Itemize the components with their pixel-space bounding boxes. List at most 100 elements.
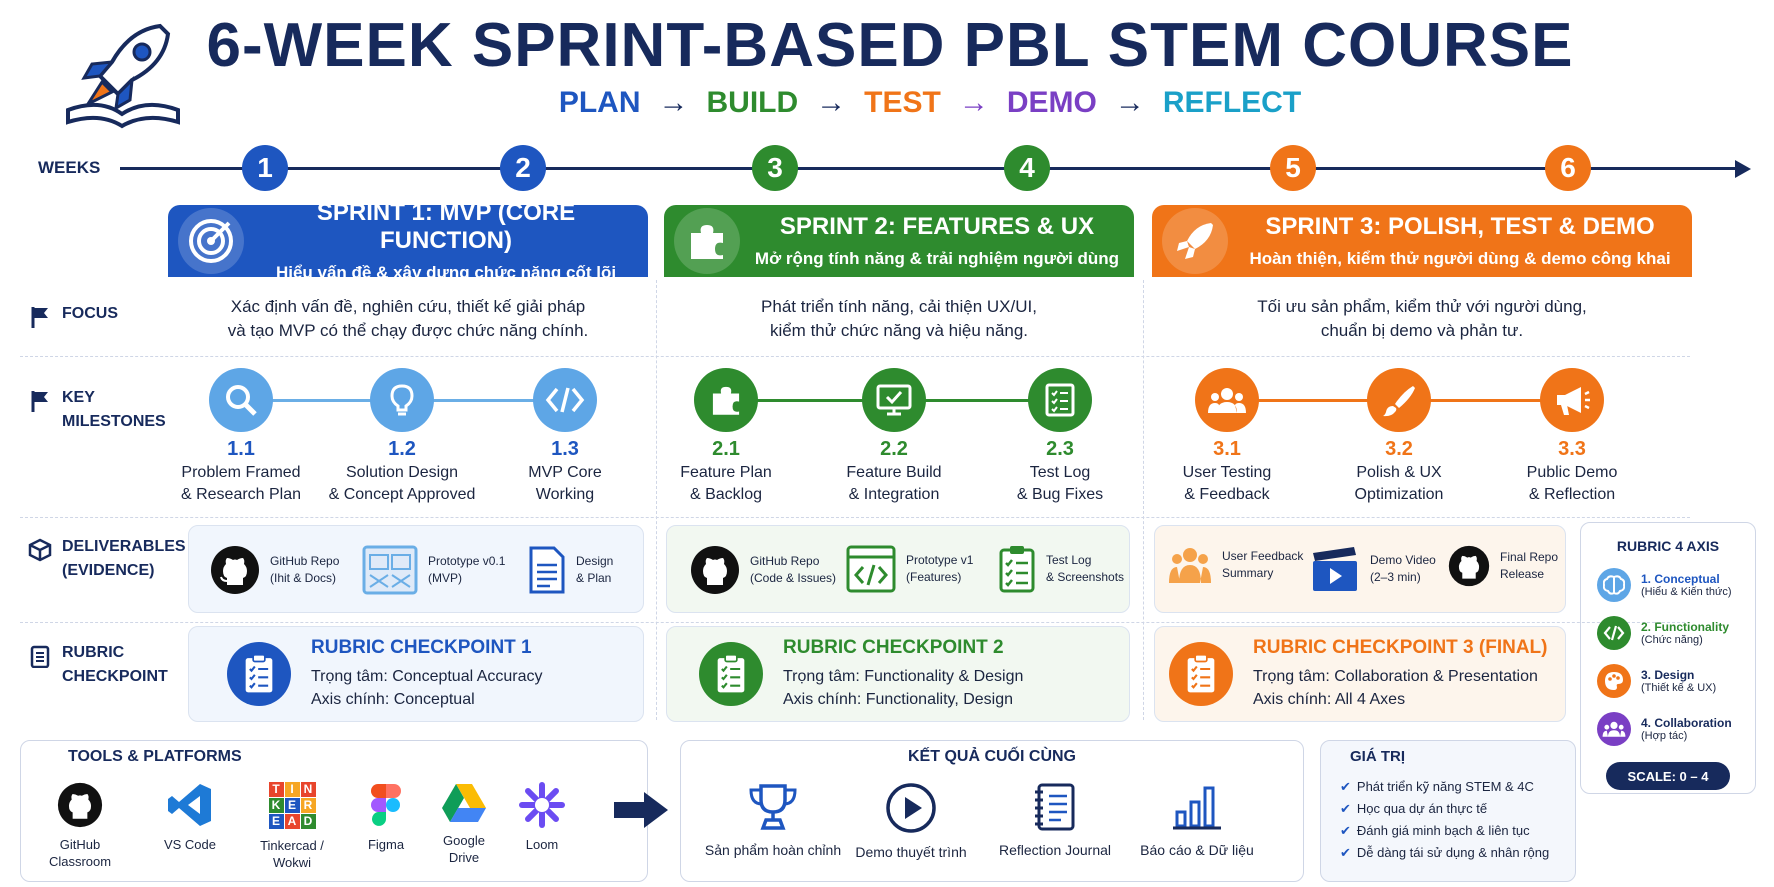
result-demo: Demo thuyết trình bbox=[836, 782, 986, 860]
milestone-label-line: & Backlog bbox=[689, 486, 763, 503]
deliverable-label-line: (2–3 min) bbox=[1370, 570, 1421, 584]
result-label: Reflection Journal bbox=[998, 842, 1112, 858]
arrow-right-icon: → bbox=[816, 86, 847, 119]
rubric-line: Axis chính: Conceptual bbox=[311, 691, 475, 708]
arrow-right-icon: → bbox=[958, 86, 989, 119]
milestone-number: 1.2 bbox=[388, 438, 416, 460]
github-icon bbox=[57, 782, 103, 828]
deliverable-label-line: User Feedback bbox=[1222, 549, 1304, 563]
axis-name: 3. Design bbox=[1641, 668, 1695, 682]
milestone-number: 2.1 bbox=[712, 438, 740, 460]
milestone-number: 3.2 bbox=[1385, 438, 1413, 460]
vscode-icon bbox=[168, 784, 211, 826]
sprint-2-title: SPRINT 2: FEATURES & UX bbox=[779, 213, 1095, 240]
weeks-label: WEEKS bbox=[38, 158, 101, 177]
milestone-label-line: Solution Design bbox=[345, 464, 459, 481]
document-icon bbox=[529, 546, 565, 594]
milestone-3-1-icon bbox=[1195, 368, 1259, 432]
timeline-line bbox=[120, 167, 1740, 170]
milestone-label-line: & Concept Approved bbox=[328, 486, 476, 503]
milestone-label-line: & Bug Fixes bbox=[1016, 486, 1104, 503]
tinker-tile: T bbox=[268, 782, 284, 797]
milestone-label-line: Public Demo bbox=[1526, 464, 1618, 481]
value-item: ✔Học qua dự án thực tế bbox=[1340, 798, 1549, 820]
week-5-badge: 5 bbox=[1270, 145, 1316, 191]
timeline-arrow-icon bbox=[1735, 160, 1751, 178]
target-icon bbox=[178, 208, 244, 274]
github-icon bbox=[1448, 545, 1490, 587]
figma-icon bbox=[371, 784, 401, 826]
scale-badge: SCALE: 0 – 4 bbox=[1606, 762, 1730, 790]
deliverable-label-line: (Code & Issues) bbox=[750, 571, 837, 585]
deliverable-label-line: GitHub Repo bbox=[270, 554, 340, 568]
rubric-title: RUBRIC CHECKPOINT 1 bbox=[311, 637, 532, 658]
results-title: KẾT QUẢ CUỐI CÙNG bbox=[908, 748, 1076, 765]
milestone-number: 2.3 bbox=[1046, 438, 1074, 460]
axis-functionality: 2. Functionality(Chức năng) bbox=[1597, 616, 1755, 650]
value-text: Học qua dự án thực tế bbox=[1356, 801, 1488, 816]
rubric-line: Axis chính: Functionality, Design bbox=[783, 691, 1014, 708]
tool-label-line: GitHub bbox=[59, 837, 101, 852]
arrow-right-icon bbox=[612, 790, 670, 835]
week-3-badge: 3 bbox=[752, 145, 798, 191]
deliverable-github-repo: GitHub Repo (Ihit & Docs) bbox=[210, 545, 339, 595]
milestone-3-2-icon bbox=[1367, 368, 1431, 432]
deliverable-label-line: (Ihit & Docs) bbox=[270, 571, 337, 585]
team-icon bbox=[1597, 712, 1631, 746]
milestone-label-line: Feature Plan bbox=[680, 464, 772, 481]
result-report: Báo cáo & Dữ liệu bbox=[1122, 782, 1272, 858]
deliverable-label-line: & Screenshots bbox=[1046, 570, 1125, 584]
value-item: ✔Phát triển kỹ năng STEM & 4C bbox=[1340, 776, 1549, 798]
code-icon bbox=[1597, 616, 1631, 650]
sprint-1-header: SPRINT 1: MVP (CORE FUNCTION)Hiểu vấn đề… bbox=[168, 199, 648, 282]
axis-name: 4. Collaboration bbox=[1641, 716, 1732, 730]
focus-line: Tối ưu sản phẩm, kiểm thử với người dùng… bbox=[1257, 297, 1587, 316]
week-4-badge: 4 bbox=[1004, 145, 1050, 191]
milestone-number: 2.2 bbox=[880, 438, 908, 460]
github-icon bbox=[691, 546, 739, 594]
milestone-label-line: Feature Build bbox=[846, 464, 942, 481]
tinker-tile: I bbox=[284, 782, 300, 797]
deliverable-github-repo: GitHub Repo(Code & Issues) bbox=[690, 545, 836, 595]
milestone-label: Feature Build& Integration bbox=[804, 462, 984, 506]
code-window-icon bbox=[846, 545, 896, 593]
values-panel bbox=[1320, 740, 1576, 882]
tool-label-line: Wokwi bbox=[272, 855, 312, 870]
focus-line: và tạo MVP có thể chạy được chức năng ch… bbox=[227, 321, 589, 340]
journal-icon bbox=[1035, 783, 1075, 831]
puzzle-icon bbox=[674, 208, 740, 274]
result-label: Báo cáo & Dữ liệu bbox=[1140, 842, 1254, 858]
week-2-badge: 2 bbox=[500, 145, 546, 191]
google-drive-icon bbox=[442, 784, 486, 822]
check-icon: ✔ bbox=[1340, 779, 1351, 794]
results-panel bbox=[680, 740, 1304, 882]
milestone-label-line: MVP Core bbox=[528, 464, 602, 481]
deliverables-row-label: DELIVERABLES(EVIDENCE) bbox=[28, 538, 186, 580]
milestone-label-line: Optimization bbox=[1354, 486, 1444, 503]
tinker-tile: D bbox=[300, 814, 316, 829]
tinker-tile: K bbox=[268, 798, 284, 813]
milestone-label-line: Problem Framed bbox=[181, 464, 301, 481]
tool-label-line: Loom bbox=[525, 837, 559, 852]
deliverable-demo-video: Demo Video (2–3 min) bbox=[1310, 545, 1436, 593]
tool-label-line: Google bbox=[443, 833, 485, 848]
play-icon bbox=[886, 783, 936, 833]
users-icon bbox=[1169, 548, 1211, 583]
tool-label-line: Figma bbox=[367, 837, 405, 852]
milestone-label-line: Working bbox=[535, 486, 595, 503]
rocket-icon bbox=[1162, 208, 1228, 274]
milestones-label-line2: MILESTONES bbox=[62, 413, 166, 430]
rubric-line: Axis chính: All 4 Axes bbox=[1253, 691, 1406, 708]
video-clapper-icon bbox=[1313, 547, 1357, 591]
phase-reflect: REFLECT bbox=[1162, 86, 1302, 119]
deliverable-prototype: Prototype v1(Features) bbox=[846, 545, 973, 593]
row-divider bbox=[20, 622, 1690, 623]
clipboard-icon bbox=[699, 642, 763, 706]
milestone-3-3-icon bbox=[1540, 368, 1604, 432]
deliverable-label-line: Demo Video bbox=[1370, 553, 1436, 567]
